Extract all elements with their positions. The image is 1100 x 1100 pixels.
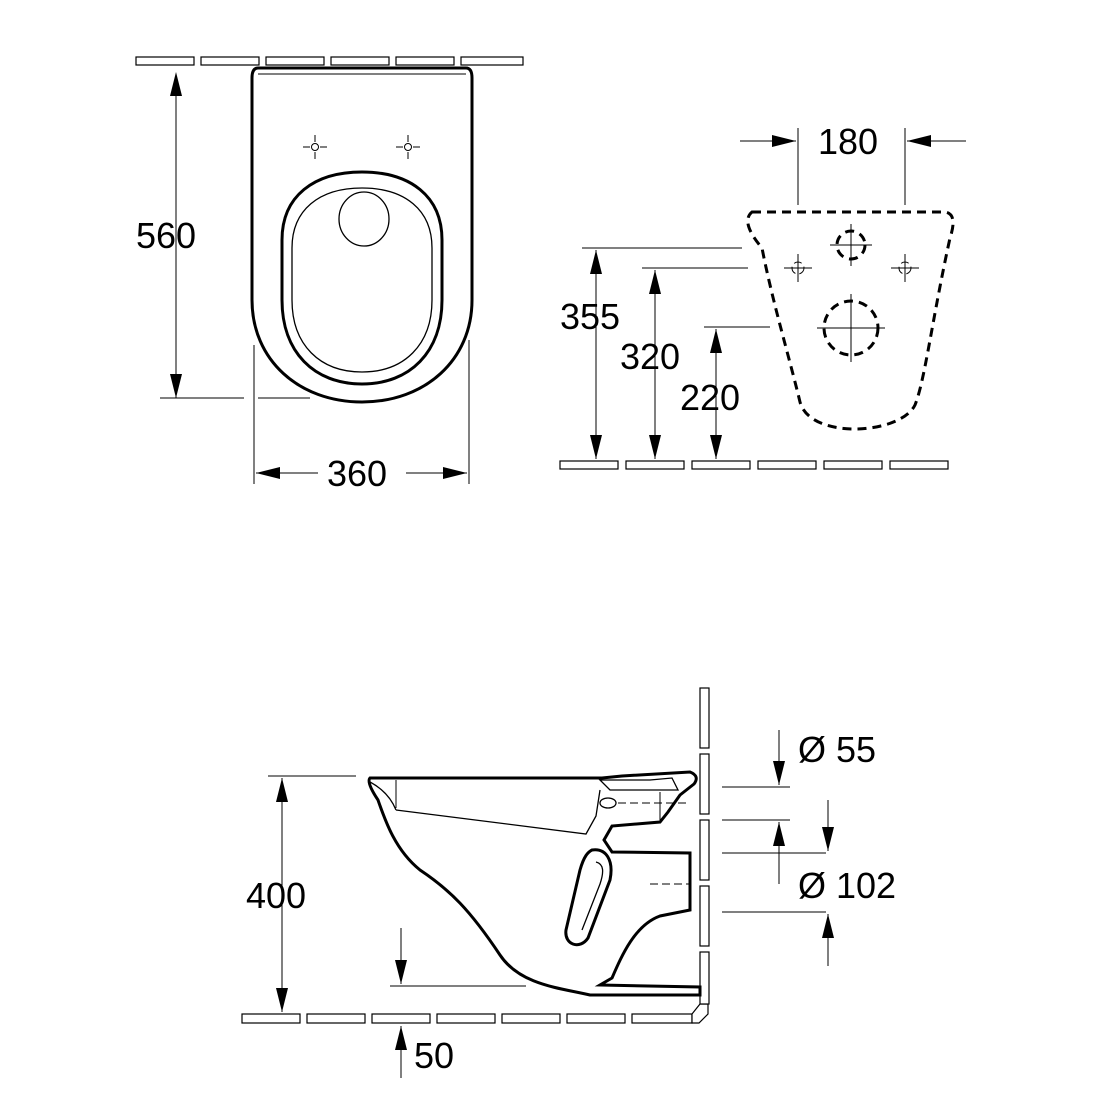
inlet-circle-mark: [830, 224, 872, 266]
wall-plate-view: 180 355 320 220: [559, 121, 966, 470]
dimension-220: [704, 326, 770, 459]
outlet-diameter-label: Ø 102: [798, 865, 896, 906]
side-view: 400 50 Ø 55 Ø 102: [241, 687, 896, 1078]
flush-opening: [338, 191, 390, 247]
siphon-channel: [564, 848, 613, 947]
wall-tiles-side: [699, 687, 710, 1005]
height-label-220: 220: [680, 377, 740, 418]
dimension-355: [582, 247, 742, 459]
dimension-360: [253, 340, 470, 484]
bowl-outline: [250, 66, 474, 404]
wall-fixing-hole-left: [784, 254, 812, 282]
back-outline-dashed: [746, 210, 955, 431]
width-label-360: 360: [327, 453, 387, 494]
dimension-560: [160, 72, 310, 399]
wall-tiles-top: [135, 56, 524, 66]
dimension-320: [642, 267, 748, 459]
clearance-label-50: 50: [414, 1035, 454, 1076]
dimension-400: [268, 775, 356, 1012]
fixing-hole-mark-left: [303, 135, 327, 159]
rim-height-label-400: 400: [246, 875, 306, 916]
fixing-hole-mark-right: [396, 135, 420, 159]
outlet-circle-mark: [817, 294, 885, 362]
height-label-320: 320: [620, 336, 680, 377]
seat-inner: [291, 187, 433, 373]
seat-outer: [280, 170, 444, 386]
floor-tiles-right: [559, 460, 949, 470]
dimension-180: [740, 128, 966, 205]
height-label-355: 355: [560, 296, 620, 337]
front-view: 560 360: [135, 56, 524, 494]
inlet-diameter-label: Ø 55: [798, 729, 876, 770]
dimension-diameter-102: [722, 800, 834, 966]
wall-fixing-hole-right: [891, 254, 919, 282]
dimension-50: [390, 928, 526, 1078]
height-label-560: 560: [136, 215, 196, 256]
bowl-side-outline: [367, 770, 702, 997]
dimension-diameter-55: [722, 730, 790, 884]
hole-spacing-label-180: 180: [818, 121, 878, 162]
floor-tiles-bottom: [241, 1003, 709, 1024]
